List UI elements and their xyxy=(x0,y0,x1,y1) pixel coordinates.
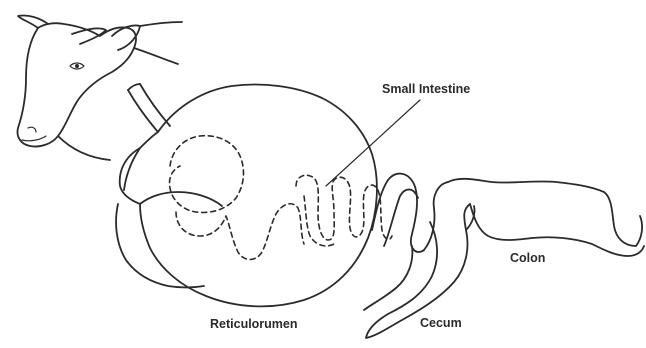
cecum-inner xyxy=(364,246,412,310)
mouth xyxy=(22,136,46,141)
lower-lobe xyxy=(116,204,204,288)
internal-dashed-path xyxy=(169,136,304,260)
back-line xyxy=(140,22,182,26)
pupil xyxy=(75,64,79,68)
small-intestine-label: Small Intestine xyxy=(382,82,470,96)
reticulum-fold xyxy=(140,192,222,206)
esophagus-left-wall xyxy=(128,90,158,132)
left-horn xyxy=(18,15,48,28)
esophagus-right-wall xyxy=(140,84,170,126)
colon-upper xyxy=(448,179,642,246)
reticulorumen xyxy=(116,85,377,307)
solid-loop-1 xyxy=(372,174,424,252)
neck-front xyxy=(58,136,110,160)
esophagus-top xyxy=(128,84,140,90)
nostril xyxy=(28,127,36,132)
colon-lower xyxy=(470,204,644,256)
head-outline xyxy=(18,23,137,146)
colon-label: Colon xyxy=(510,251,545,265)
cow-head xyxy=(18,15,183,160)
colon xyxy=(448,179,644,256)
small-intestine-leader-line xyxy=(326,100,420,186)
solid-loop-2 xyxy=(384,189,418,246)
colon-bump xyxy=(466,206,475,230)
reticulorumen-label: Reticulorumen xyxy=(210,317,298,331)
small-intestine-inner xyxy=(304,196,334,246)
cecum-label: Cecum xyxy=(420,316,462,330)
neck-back xyxy=(134,48,178,64)
ear xyxy=(112,25,140,50)
dashed-upper-loop xyxy=(169,136,243,213)
